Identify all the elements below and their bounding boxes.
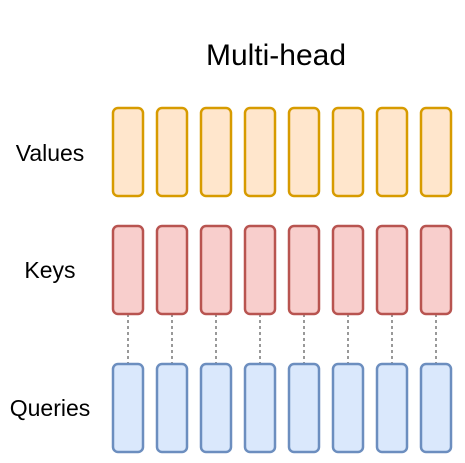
value-head-5 xyxy=(287,106,321,198)
key-head-8 xyxy=(419,224,453,316)
key-head-4 xyxy=(243,224,277,316)
key-head-3 xyxy=(199,224,233,316)
query-head-4 xyxy=(243,362,277,454)
key-head-5 xyxy=(287,224,321,316)
queries-row xyxy=(111,362,453,454)
row-label-values: Values xyxy=(16,140,85,166)
query-head-8 xyxy=(419,362,453,454)
query-head-1 xyxy=(111,362,145,454)
key-head-6 xyxy=(331,224,365,316)
query-head-7 xyxy=(375,362,409,454)
query-head-6 xyxy=(331,362,365,454)
query-head-3 xyxy=(199,362,233,454)
query-head-2 xyxy=(155,362,189,454)
key-head-1 xyxy=(111,224,145,316)
row-label-queries: Queries xyxy=(10,395,91,421)
diagram-title: Multi-head xyxy=(206,39,346,72)
row-label-keys: Keys xyxy=(24,257,75,283)
keys-row xyxy=(111,224,453,316)
value-head-2 xyxy=(155,106,189,198)
value-head-6 xyxy=(331,106,365,198)
value-head-7 xyxy=(375,106,409,198)
value-head-3 xyxy=(199,106,233,198)
key-head-7 xyxy=(375,224,409,316)
values-row xyxy=(111,106,453,198)
value-head-1 xyxy=(111,106,145,198)
key-query-connectors xyxy=(127,314,437,364)
value-head-8 xyxy=(419,106,453,198)
query-head-5 xyxy=(287,362,321,454)
key-head-2 xyxy=(155,224,189,316)
value-head-4 xyxy=(243,106,277,198)
